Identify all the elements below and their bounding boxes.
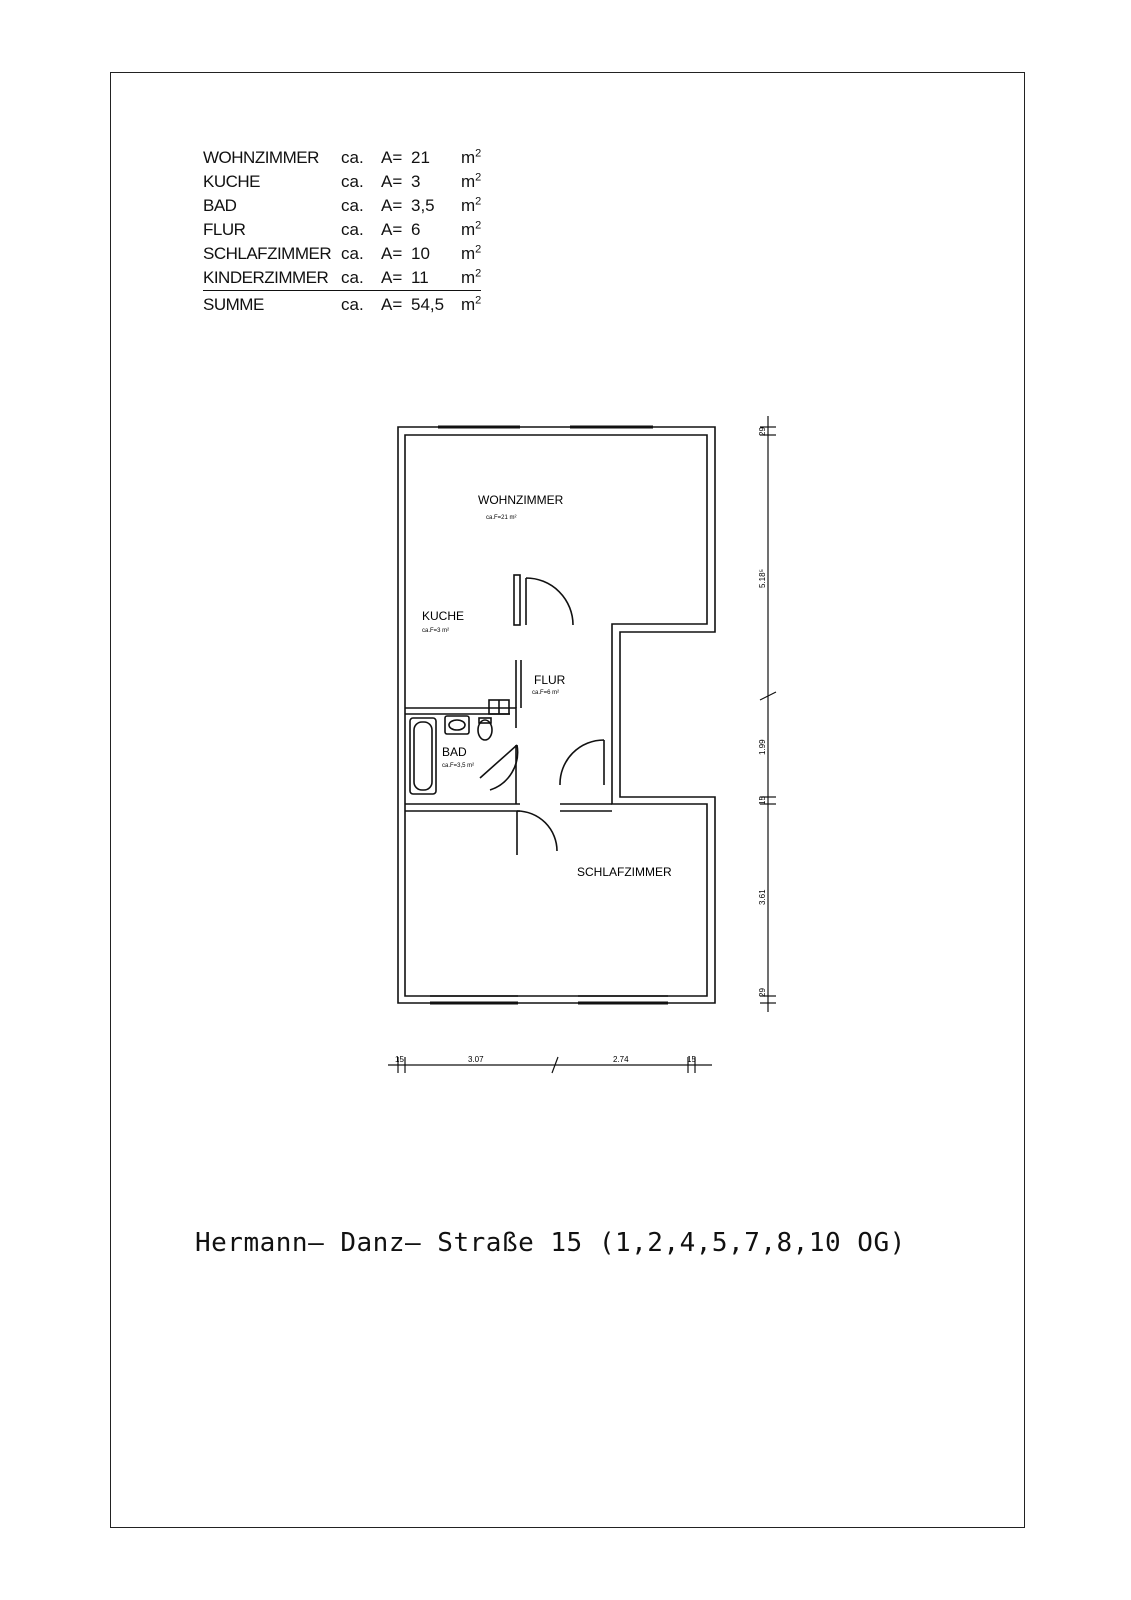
dim-right-wall: 15 bbox=[687, 1055, 696, 1064]
room-name: BAD bbox=[203, 196, 237, 215]
ca-label: ca. bbox=[341, 172, 364, 191]
sink bbox=[448, 719, 466, 731]
door-swing bbox=[559, 739, 605, 786]
table-row: FLUR ca. A= 6 m2 bbox=[203, 218, 481, 242]
a-label: A= bbox=[381, 148, 403, 167]
area-value: 11 bbox=[411, 266, 461, 291]
room-name: FLUR bbox=[203, 220, 246, 239]
room-name: KUCHE bbox=[203, 172, 261, 191]
room-name: WOHNZIMMER bbox=[203, 148, 319, 167]
a-label: A= bbox=[381, 244, 403, 263]
bathtub bbox=[409, 717, 437, 795]
area-unit: m2 bbox=[461, 171, 482, 191]
dim-lower: 3.61 bbox=[758, 889, 767, 905]
dim-inner-wall: 15 bbox=[758, 796, 767, 805]
room-label-flur: FLUR bbox=[534, 673, 566, 687]
ca-label: ca. bbox=[341, 266, 381, 291]
room-name: KINDERZIMMER bbox=[203, 266, 341, 291]
ca-label: ca. bbox=[341, 295, 364, 314]
area-value: 6 bbox=[411, 220, 421, 239]
dim-left-wall: 15 bbox=[395, 1055, 404, 1064]
area-value: 3 bbox=[411, 172, 421, 191]
room-label-schlafzimmer: SCHLAFZIMMER bbox=[577, 865, 672, 879]
horizontal-dimension bbox=[388, 1056, 712, 1074]
area-unit: m2 bbox=[461, 266, 482, 291]
a-label: A= bbox=[381, 172, 403, 191]
kuche-wall bbox=[513, 574, 521, 626]
vertical-dimension bbox=[759, 416, 777, 1012]
sum-row: SUMME ca. A= 54,5 m2 bbox=[203, 291, 481, 318]
table-row: KUCHE ca. A= 3 m2 bbox=[203, 170, 481, 194]
door-swing bbox=[525, 577, 574, 626]
door-swing bbox=[516, 810, 558, 855]
dim-upper: 5.18⁵ bbox=[758, 569, 767, 588]
a-label: A= bbox=[381, 295, 403, 314]
sum-value: 54,5 bbox=[411, 295, 445, 314]
room-label-wohnzimmer: WOHNZIMMER bbox=[478, 493, 564, 507]
dim-bottom-wall: 29 bbox=[758, 988, 767, 997]
area-value: 10 bbox=[411, 244, 430, 263]
ca-label: ca. bbox=[341, 196, 364, 215]
area-value: 21 bbox=[411, 148, 430, 167]
table-row: SCHLAFZIMMER ca. A= 10 m2 bbox=[203, 242, 481, 266]
room-label-bad: BAD bbox=[442, 745, 467, 759]
toilet bbox=[477, 719, 493, 741]
room-area-bad: ca.F=3,5 m² bbox=[442, 763, 474, 769]
a-label: A= bbox=[381, 266, 411, 291]
dim-middle: 1.99 bbox=[758, 739, 767, 755]
ca-label: ca. bbox=[341, 244, 364, 263]
a-label: A= bbox=[381, 220, 403, 239]
room-area-wohnzimmer: ca.F=21 m² bbox=[486, 515, 517, 521]
address-caption: Hermann– Danz– Straße 15 (1,2,4,5,7,8,10… bbox=[195, 1228, 906, 1258]
outer-wall bbox=[397, 426, 716, 1004]
area-unit: m2 bbox=[461, 294, 482, 314]
toilet bbox=[478, 717, 492, 724]
table-row: BAD ca. A= 3,5 m2 bbox=[203, 194, 481, 218]
door-swing bbox=[479, 744, 519, 791]
sink bbox=[444, 715, 470, 735]
area-unit: m2 bbox=[461, 219, 482, 239]
ca-label: ca. bbox=[341, 220, 364, 239]
area-value: 3,5 bbox=[411, 196, 435, 215]
area-table: WOHNZIMMER ca. A= 21 m2 KUCHE ca. A= 3 m… bbox=[203, 146, 482, 318]
dim-right: 2.74 bbox=[613, 1055, 629, 1064]
dim-top-wall: 29 bbox=[758, 427, 767, 436]
area-unit: m2 bbox=[461, 147, 482, 167]
room-label-kuche: KUCHE bbox=[422, 609, 464, 623]
area-unit: m2 bbox=[461, 243, 482, 263]
bathtub bbox=[413, 721, 433, 791]
table-row: KINDERZIMMER ca. A= 11 m2 bbox=[203, 266, 482, 291]
sum-label: SUMME bbox=[203, 295, 264, 314]
ca-label: ca. bbox=[341, 148, 364, 167]
table-row: WOHNZIMMER ca. A= 21 m2 bbox=[203, 146, 481, 170]
room-area-flur: ca.F=6 m² bbox=[532, 690, 559, 696]
a-label: A= bbox=[381, 196, 403, 215]
room-area-kuche: ca.F=3 m² bbox=[422, 628, 449, 634]
drawing-frame bbox=[110, 72, 1025, 1528]
dim-left: 3.07 bbox=[468, 1055, 484, 1064]
area-unit: m2 bbox=[461, 195, 482, 215]
room-name: SCHLAFZIMMER bbox=[203, 244, 332, 263]
